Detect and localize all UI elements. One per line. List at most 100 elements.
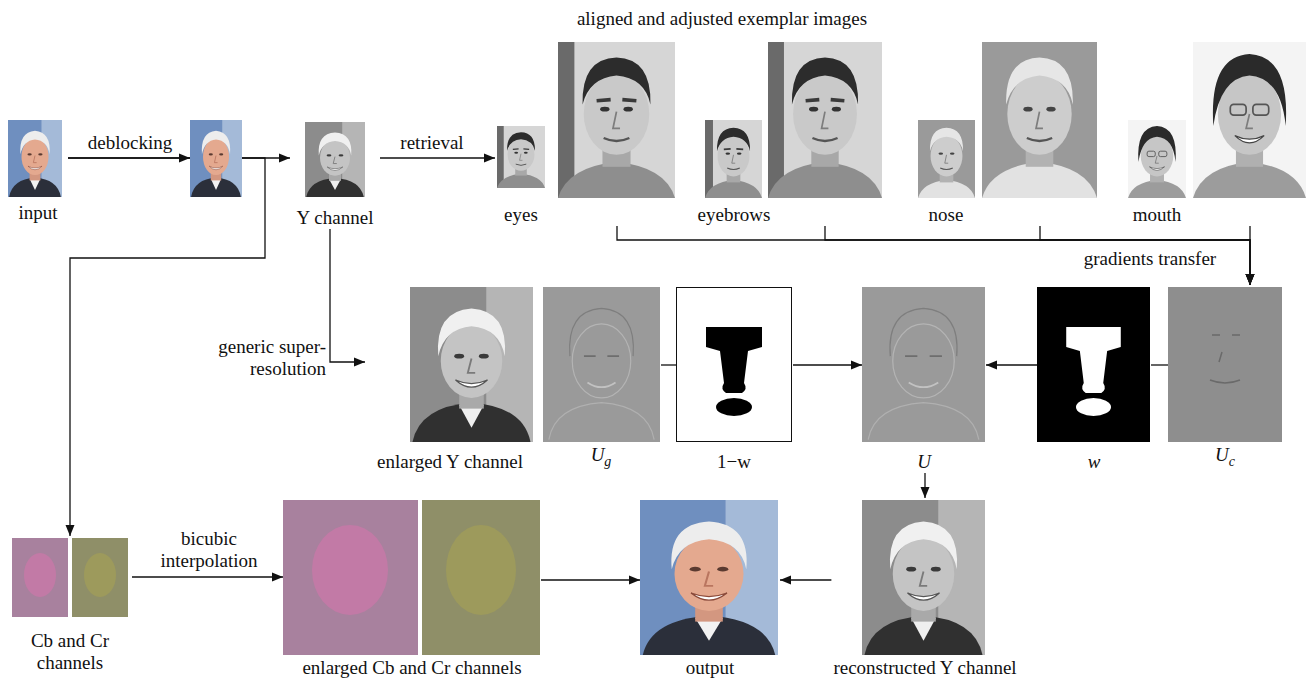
mask-frame xyxy=(677,288,792,442)
exemplar-photo xyxy=(1128,120,1186,198)
caption: eyebrows xyxy=(698,204,771,226)
arrow-head xyxy=(629,576,640,585)
edge-label: deblocking xyxy=(86,132,174,154)
image-node: w xyxy=(1037,285,1151,473)
caption-text: enlarged Cb and Cr channels xyxy=(302,657,521,678)
caption: input xyxy=(18,202,57,224)
image-node: eyes xyxy=(495,40,677,226)
connector xyxy=(921,473,930,498)
image-node: Ug xyxy=(543,285,661,473)
image-node: enlarged Y channel xyxy=(365,285,537,473)
caption-text: Cb and Cr channels xyxy=(31,630,109,673)
connector-line xyxy=(617,226,1250,285)
edge-label: bicubic interpolation xyxy=(142,528,276,572)
connector-line xyxy=(1151,364,1168,365)
image-node: output xyxy=(640,498,780,679)
caption: U xyxy=(917,451,931,473)
connector-line xyxy=(330,229,365,362)
caption-text: Y channel xyxy=(297,207,374,228)
enlarged-photo xyxy=(410,287,533,442)
mask-shape xyxy=(706,327,762,416)
caption: nose xyxy=(929,204,964,226)
arrow-head xyxy=(1246,274,1255,285)
edge-label: retrieval xyxy=(398,132,465,154)
connector xyxy=(1040,226,1255,285)
connector xyxy=(825,226,1255,285)
caption-text: output xyxy=(686,657,735,678)
output-photo xyxy=(640,500,778,655)
edge-label: generic super-resolution xyxy=(172,336,328,380)
connector xyxy=(132,573,283,582)
caption-text: mouth xyxy=(1133,204,1182,225)
connector xyxy=(1246,226,1255,285)
connector xyxy=(1151,365,1168,366)
image-node: U xyxy=(862,285,986,473)
arrow-head xyxy=(272,573,283,582)
arrow-head xyxy=(1246,274,1255,285)
cb-image xyxy=(312,525,388,615)
y-channel-photo xyxy=(305,122,365,197)
caption: 1−w xyxy=(717,451,751,473)
caption: Uc xyxy=(1215,444,1235,473)
connector-line xyxy=(132,576,283,577)
exemplar-photo xyxy=(768,42,882,198)
image-node: Y channel xyxy=(290,120,380,229)
caption: mouth xyxy=(1133,204,1182,226)
connector xyxy=(380,154,495,163)
heading-label: aligned and adjusted exemplar images xyxy=(575,8,869,30)
exemplar-photo xyxy=(705,120,762,198)
caption: eyes xyxy=(504,204,538,226)
mask-frame xyxy=(1037,287,1150,442)
edge-label: gradients transfer xyxy=(1082,248,1218,270)
gradient-marks xyxy=(1210,335,1240,383)
gradient-image xyxy=(1168,287,1282,442)
caption-text: U xyxy=(1215,444,1229,465)
caption: Y channel xyxy=(297,207,374,229)
image-node: Cb and Cr channels xyxy=(8,536,132,674)
caption: w xyxy=(1088,451,1101,473)
caption: reconstructed Y channel xyxy=(833,657,1016,679)
caption-text: reconstructed Y channel xyxy=(833,657,1016,678)
caption: enlarged Y channel xyxy=(377,451,523,473)
caption-text: nose xyxy=(929,204,964,225)
image-node: reconstructed Y channel xyxy=(831,498,1018,679)
connector xyxy=(617,226,1255,285)
connector-line xyxy=(541,579,640,580)
connector xyxy=(661,365,676,366)
caption-text: eyebrows xyxy=(698,204,771,225)
connector xyxy=(793,361,862,370)
exemplar-photo xyxy=(1193,42,1306,198)
gradient-image xyxy=(862,287,985,442)
input-photo xyxy=(8,120,62,197)
arrow-head xyxy=(921,487,930,498)
arrow-head xyxy=(1246,274,1255,285)
caption-text: input xyxy=(18,202,57,223)
cr-image xyxy=(72,538,128,617)
cr-image xyxy=(84,553,116,597)
cr-image xyxy=(422,500,540,655)
arrow-head xyxy=(279,154,290,163)
arrow-head xyxy=(780,576,791,585)
arrow-head xyxy=(986,361,997,370)
caption: Cb and Cr channels xyxy=(10,630,130,674)
image-node: mouth xyxy=(1126,40,1308,226)
subscript: g xyxy=(604,454,611,469)
connector xyxy=(330,229,365,367)
caption: Ug xyxy=(591,444,612,473)
connector-line xyxy=(825,226,1250,285)
cb-image xyxy=(12,538,68,617)
caption-text: eyes xyxy=(504,204,538,225)
exemplar-photo xyxy=(558,42,675,198)
caption: output xyxy=(686,657,735,679)
gradient-image xyxy=(543,287,660,442)
connector-line xyxy=(380,157,495,158)
caption-text: 1−w xyxy=(717,451,751,472)
arrow-head xyxy=(354,358,365,367)
exemplar-photo xyxy=(918,120,975,198)
reconstructed-photo xyxy=(862,500,985,655)
exemplar-photo xyxy=(982,42,1097,198)
arrow-head xyxy=(484,154,495,163)
arrow-head xyxy=(851,361,862,370)
caption-text: w xyxy=(1088,451,1101,472)
